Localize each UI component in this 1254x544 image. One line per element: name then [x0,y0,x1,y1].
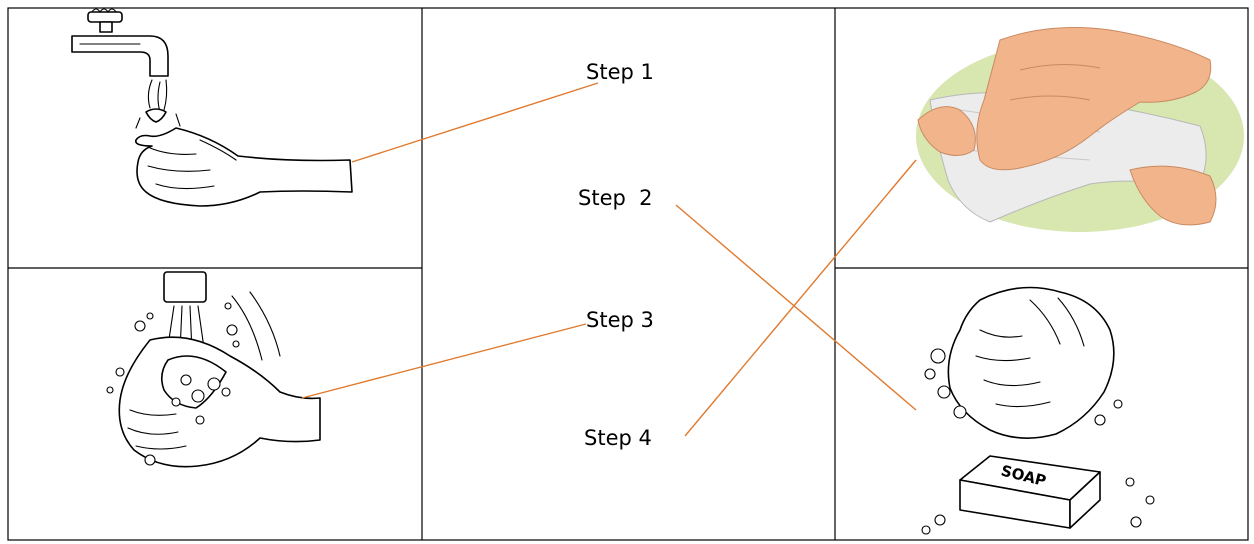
match-line-step-4 [684,159,917,437]
match-line-step-3 [301,323,587,399]
step-2-label: Step 2 [578,186,653,210]
step-4-label: Step 4 [584,426,652,450]
table-grid [7,7,1249,541]
match-line-step-1 [351,82,599,163]
hands-under-tap-icon [71,8,353,207]
step-3-label: Step 3 [586,308,654,332]
drying-hands-towel-icon [916,27,1244,232]
matching-lines [301,82,917,437]
lathering-hands-icon [106,271,321,468]
step-1-label: Step 1 [586,60,654,84]
hands-on-soap-icon: SOAP [921,286,1155,535]
match-line-step-2 [675,204,917,411]
